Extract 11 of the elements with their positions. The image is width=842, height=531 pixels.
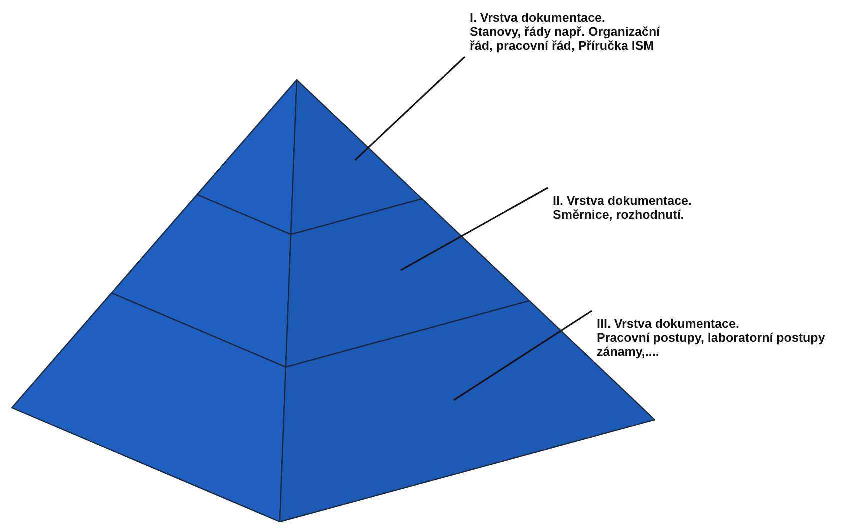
layer-description: Směrnice, rozhodnutí. — [553, 208, 686, 222]
layer-heading: II. Vrstva dokumentace. — [553, 194, 693, 208]
layer-description: Stanovy, řády např. Organizační řád, pracovní řád, Příručka ISM — [470, 25, 662, 53]
layer-description: Pracovní postupy, laboratorní postupy zánamy,.... — [597, 331, 826, 359]
leader-line — [454, 310, 592, 401]
pyramid-layer — [196, 79, 423, 236]
leader-line — [400, 187, 548, 272]
leader-line — [354, 56, 466, 161]
layer-heading: I. Vrstva dokumentace. — [470, 11, 606, 25]
layer-heading: III. Vrstva dokumentace. — [597, 317, 740, 331]
pyramid-layer — [111, 194, 530, 368]
